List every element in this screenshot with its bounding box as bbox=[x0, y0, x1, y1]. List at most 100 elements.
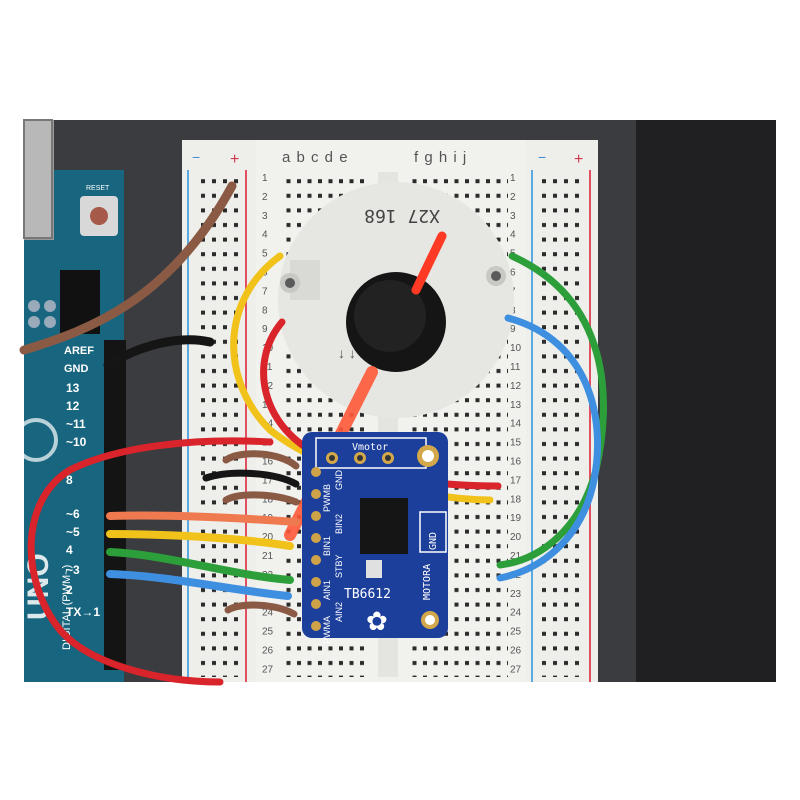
header-pin bbox=[311, 489, 321, 499]
wire-brown-loop-3 bbox=[224, 601, 298, 618]
column-letters-left: a b c d e bbox=[282, 149, 349, 166]
gnd-pin-label: GND bbox=[428, 532, 439, 550]
wire-red-long bbox=[27, 437, 274, 686]
row-number: 20 bbox=[262, 532, 274, 543]
row-number: 5 bbox=[262, 249, 268, 260]
header-pin bbox=[311, 599, 321, 609]
row-number: 16 bbox=[510, 457, 522, 468]
column-letters-right: f g h i j bbox=[414, 149, 467, 166]
tb6612-driver-board: Vmotor GND MOTORA TB6612 ✿ PWMAAIN2AIN1S… bbox=[302, 432, 448, 644]
row-number: 14 bbox=[510, 419, 522, 430]
row-number: 17 bbox=[262, 475, 274, 486]
wire-blue-motor bbox=[496, 314, 602, 582]
arduino-pin-label: 13 bbox=[66, 381, 80, 395]
reset-label: RESET bbox=[86, 185, 110, 192]
driver-pin-label: STBY bbox=[334, 554, 344, 578]
row-number: 26 bbox=[262, 646, 274, 657]
gnd-label: GND bbox=[64, 363, 89, 375]
wire-brown-top bbox=[19, 181, 237, 355]
rail-minus-right: − bbox=[538, 149, 546, 165]
arduino-pin-label: 8 bbox=[66, 473, 73, 487]
row-number: 24 bbox=[262, 608, 274, 619]
row-number: 2 bbox=[262, 192, 268, 203]
row-number: 17 bbox=[510, 475, 522, 486]
row-number: 4 bbox=[262, 230, 268, 241]
row-number: 10 bbox=[510, 343, 522, 354]
row-number: 12 bbox=[510, 381, 522, 392]
wire-green-pin4 bbox=[106, 548, 294, 584]
row-number: 3 bbox=[262, 211, 268, 222]
arduino-pin-label: TX→1 bbox=[66, 605, 100, 619]
row-number: 18 bbox=[510, 494, 522, 505]
driver-pin-label: AIN2 bbox=[334, 602, 344, 622]
arduino-pin-label: 12 bbox=[66, 399, 80, 413]
row-number: 1 bbox=[262, 173, 268, 184]
motor-marking: X27 168 bbox=[364, 205, 440, 226]
row-number: 25 bbox=[510, 627, 522, 638]
row-number: 1 bbox=[510, 173, 516, 184]
arduino-pin-label: 4 bbox=[66, 543, 73, 557]
row-number: 27 bbox=[262, 664, 274, 675]
row-number: 25 bbox=[262, 627, 274, 638]
rail-minus-left: − bbox=[192, 149, 200, 165]
driver-pin-label: AIN1 bbox=[322, 580, 332, 600]
needle-upper bbox=[411, 231, 447, 295]
row-number: 16 bbox=[262, 457, 274, 468]
row-number: 27 bbox=[510, 664, 522, 675]
driver-pin-label: BIN1 bbox=[322, 536, 332, 556]
row-number: 21 bbox=[510, 551, 522, 562]
vmotor-label: Vmotor bbox=[352, 442, 388, 453]
usb-connector bbox=[23, 119, 53, 239]
wire-black-loop bbox=[202, 469, 300, 488]
arduino-pin-label: 2 bbox=[66, 583, 73, 597]
row-number: 3 bbox=[510, 211, 516, 222]
motor-arrow-marks: ↓ ↓ bbox=[338, 345, 356, 361]
arduino-pin-label: ~6 bbox=[66, 507, 80, 521]
adafruit-flower-logo: ✿ bbox=[366, 606, 388, 636]
row-number: 23 bbox=[510, 589, 522, 600]
arduino-pin-label: ~10 bbox=[66, 435, 87, 449]
row-number: 21 bbox=[262, 551, 274, 562]
row-number: 9 bbox=[262, 324, 268, 335]
header-pin bbox=[311, 467, 321, 477]
driver-pin-label: PWMA bbox=[322, 616, 332, 644]
arduino-pin-label: ~11 bbox=[66, 417, 86, 431]
header-pin bbox=[311, 577, 321, 587]
aref-label: AREF bbox=[64, 345, 94, 357]
row-number: 8 bbox=[262, 305, 268, 316]
row-number: 2 bbox=[510, 192, 516, 203]
arduino-pin-label: ~3 bbox=[66, 563, 80, 577]
wire-brown-loop-2 bbox=[222, 491, 300, 506]
wire-blue-pin3 bbox=[106, 570, 292, 600]
rail-plus-left: + bbox=[230, 151, 239, 168]
driver-pin-label: PWMB bbox=[322, 484, 332, 512]
digital-label: DIGITAL (PWM~) bbox=[61, 565, 73, 650]
wire-yellow-pin5 bbox=[106, 530, 294, 550]
row-number: 24 bbox=[510, 608, 522, 619]
header-pin bbox=[311, 511, 321, 521]
header-pin bbox=[311, 533, 321, 543]
tb6612-chip bbox=[360, 498, 408, 554]
driver-pin-label: GND bbox=[334, 470, 344, 491]
row-number: 26 bbox=[510, 646, 522, 657]
row-number: 13 bbox=[510, 400, 522, 411]
row-number: 15 bbox=[510, 438, 522, 449]
row-number: 20 bbox=[510, 532, 522, 543]
row-number: 7 bbox=[262, 286, 268, 297]
wire-orange-pin6 bbox=[106, 511, 300, 526]
chip-name-label: TB6612 bbox=[344, 587, 391, 602]
row-numbers-right: 1234567891011121314151617181920212223242… bbox=[510, 173, 522, 675]
row-number: 6 bbox=[510, 268, 516, 279]
wire-brown-loop-1 bbox=[222, 450, 300, 470]
row-number: 19 bbox=[510, 513, 522, 524]
row-number: 4 bbox=[510, 230, 516, 241]
row-number: 9 bbox=[510, 324, 516, 335]
driver-pin-label: BIN2 bbox=[334, 514, 344, 534]
rail-plus-right: + bbox=[574, 151, 583, 168]
row-number: 11 bbox=[262, 362, 273, 373]
row-number: 11 bbox=[510, 362, 521, 373]
